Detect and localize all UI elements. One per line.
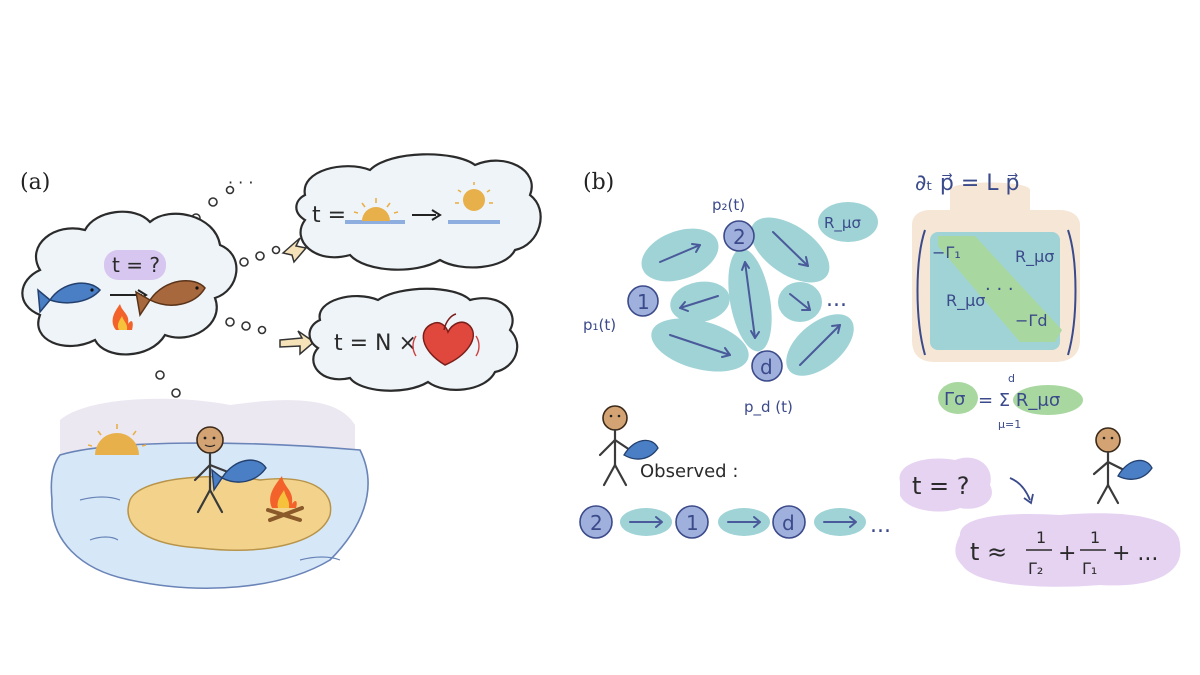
fire-icon xyxy=(112,304,133,330)
question-text: t = ? xyxy=(112,253,160,277)
matrix-lower: R_μσ xyxy=(946,291,985,311)
question-bubble: t = ? xyxy=(899,457,1034,512)
sun-thought-cloud: t = xyxy=(295,153,542,271)
obs-node-1: 2 xyxy=(590,511,603,535)
sum-lower: μ=1 xyxy=(998,418,1021,431)
estimate-tail: + ... xyxy=(1112,541,1158,566)
svg-text:+: + xyxy=(1058,541,1076,566)
second-person-icon xyxy=(1092,427,1153,505)
campfire-icon xyxy=(266,476,304,522)
p1-label: p₁(t) xyxy=(583,316,616,334)
b-question: t = ? xyxy=(912,472,970,500)
node-d xyxy=(751,350,783,382)
gamma-definition: Γσ = Σ R_μσ d μ=1 xyxy=(938,372,1083,431)
observer-person-icon xyxy=(598,405,659,487)
node-2 xyxy=(723,220,755,252)
panel-a-label: (a) xyxy=(20,170,51,195)
arrow-to-sun-cloud xyxy=(281,237,308,264)
pd-label: p_d (t) xyxy=(744,398,793,417)
estimate-bubble: t ≈ 1 Γ₂ + 1 Γ₁ + ... xyxy=(955,513,1181,587)
rate-label: R_μσ xyxy=(824,214,861,233)
thought-dots-middle xyxy=(225,245,281,335)
frac2-num: 1 xyxy=(1090,528,1100,547)
frac2-den: Γ₁ xyxy=(1082,559,1097,578)
p2-label: p₂(t) xyxy=(712,196,745,214)
svg-text:· · ·: · · · xyxy=(228,173,253,192)
sum-upper: d xyxy=(1008,372,1015,385)
obs-node-2: 1 xyxy=(686,511,699,535)
heart-icon xyxy=(412,313,480,366)
matrix-diag-1: −Γ₁ xyxy=(932,243,961,262)
gamma-sum: = Σ R_μσ xyxy=(978,390,1060,411)
obs-ellipsis: ... xyxy=(870,513,891,538)
panel-b-label: (b) xyxy=(583,170,615,195)
person-icon xyxy=(193,426,230,514)
sun-icon xyxy=(463,189,485,211)
thought-dots-top: · · · xyxy=(191,173,253,223)
heart-equation: t = N × xyxy=(334,331,417,356)
heart-thought-cloud: t = N × xyxy=(308,287,519,392)
master-equation-panel: ∂ₜ p⃗ = L p⃗ −Γ₁ −Γd · · · R_μσ R_μσ xyxy=(912,171,1080,362)
state-network: 2 1 d p₂(t) p₁(t) p_d (t) ... R_μσ xyxy=(583,196,878,417)
obs-node-3: d xyxy=(782,511,795,535)
svg-text:· · ·: · · · xyxy=(985,279,1014,300)
frac1-num: 1 xyxy=(1036,528,1046,547)
sunrise-icon xyxy=(362,207,390,221)
frac1-den: Γ₂ xyxy=(1028,559,1043,578)
network-ellipsis: ... xyxy=(826,287,847,312)
estimate-lhs: t ≈ xyxy=(970,538,1007,566)
matrix-diag-d: −Γd xyxy=(1015,311,1047,330)
sun-equation: t = xyxy=(312,203,346,228)
matrix-upper: R_μσ xyxy=(1015,247,1054,267)
island-scene xyxy=(50,398,369,589)
cooked-fish-icon xyxy=(134,280,206,317)
node-1-label: 1 xyxy=(637,290,650,314)
fish-thought-cloud: t = ? xyxy=(21,210,238,356)
node-1 xyxy=(627,285,659,317)
observed-sequence: 2 1 d ... xyxy=(579,505,891,539)
node-d-label: d xyxy=(760,355,773,379)
gamma-sigma: Γσ xyxy=(944,389,965,410)
node-2-label: 2 xyxy=(733,225,746,249)
master-equation: ∂ₜ p⃗ = L p⃗ xyxy=(915,171,1019,196)
held-fish-icon xyxy=(211,459,267,493)
blue-fish-icon xyxy=(37,282,102,314)
observed-label: Observed : xyxy=(640,461,738,482)
arrow-to-heart-cloud xyxy=(279,330,316,356)
